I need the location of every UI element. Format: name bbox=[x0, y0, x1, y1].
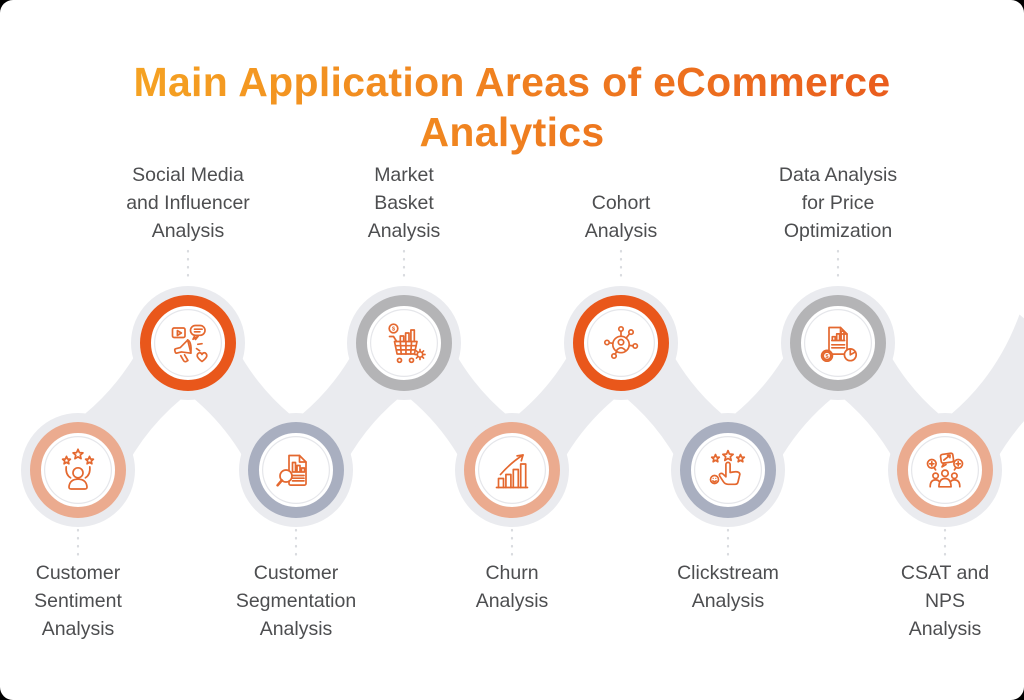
label-line: Analysis bbox=[259, 618, 333, 640]
svg-text:$: $ bbox=[825, 354, 829, 360]
node-ring bbox=[680, 422, 776, 518]
label-line: Analysis bbox=[584, 220, 658, 242]
node-churn bbox=[455, 413, 569, 527]
clickstream-icon bbox=[709, 449, 746, 486]
label-line: NPS bbox=[924, 590, 966, 612]
label-line: Social Media bbox=[132, 164, 244, 186]
node-cohort bbox=[564, 286, 678, 400]
node-ring: $ bbox=[356, 295, 452, 391]
label-line: CSAT and bbox=[900, 562, 990, 584]
node-label-csat-nps: CSAT and NPS Analysis bbox=[885, 559, 1005, 643]
label-line: Analysis bbox=[41, 618, 115, 640]
customer-sentiment-icon bbox=[61, 448, 95, 490]
node-ring bbox=[464, 422, 560, 518]
node-label-market-basket: Market Basket Analysis bbox=[344, 161, 464, 245]
corner-artifact bbox=[0, 687, 13, 700]
label-line: Customer bbox=[253, 562, 339, 584]
label-line: Basket bbox=[374, 192, 434, 214]
cohort-icon bbox=[603, 325, 639, 360]
node-label-price-optimization: Data Analysis for Price Optimization bbox=[758, 161, 918, 245]
corner-artifact bbox=[0, 0, 13, 13]
label-line: Analysis bbox=[475, 590, 549, 612]
label-line: Segmentation bbox=[235, 590, 357, 612]
svg-text:$: $ bbox=[392, 327, 396, 333]
label-line: Analysis bbox=[367, 220, 441, 242]
node-clickstream bbox=[671, 413, 785, 527]
node-label-clickstream: Clickstream Analysis bbox=[658, 559, 798, 615]
node-ring: $ bbox=[790, 295, 886, 391]
node-ring bbox=[897, 422, 993, 518]
market-basket-icon: $ bbox=[388, 323, 426, 364]
label-line: Data Analysis bbox=[778, 164, 898, 186]
churn-icon bbox=[495, 454, 529, 489]
label-line: Analysis bbox=[908, 618, 982, 640]
label-line: Churn bbox=[485, 562, 539, 584]
node-label-cohort: Cohort Analysis bbox=[561, 189, 681, 245]
label-line: for Price bbox=[801, 192, 875, 214]
corner-artifact bbox=[1011, 687, 1024, 700]
node-csat-nps bbox=[888, 413, 1002, 527]
node-price-optimization: $ bbox=[781, 286, 895, 400]
node-label-churn: Churn Analysis bbox=[452, 559, 572, 615]
node-label-customer-segmentation: Customer Segmentation Analysis bbox=[216, 559, 376, 643]
social-media-influencer-icon bbox=[171, 324, 208, 363]
node-ring bbox=[573, 295, 669, 391]
label-line: and Influencer bbox=[126, 192, 250, 214]
label-line: Clickstream bbox=[677, 562, 779, 584]
price-optimization-icon: $ bbox=[820, 326, 858, 363]
label-line: Optimization bbox=[783, 220, 893, 242]
node-social-media bbox=[131, 286, 245, 400]
node-ring bbox=[248, 422, 344, 518]
label-line: Customer bbox=[35, 562, 121, 584]
node-customer-segmentation bbox=[239, 413, 353, 527]
label-line: Market bbox=[374, 164, 434, 186]
page-title-line2: Analytics bbox=[419, 109, 605, 156]
label-line: Sentiment bbox=[34, 590, 122, 612]
label-line: Analysis bbox=[691, 590, 765, 612]
csat-nps-icon bbox=[926, 452, 964, 488]
node-label-customer-sentiment: Customer Sentiment Analysis bbox=[8, 559, 148, 643]
customer-segmentation-icon bbox=[276, 454, 307, 487]
node-ring bbox=[30, 422, 126, 518]
node-market-basket: $ bbox=[347, 286, 461, 400]
node-label-social-media: Social Media and Influencer Analysis bbox=[108, 161, 268, 245]
page-title: Main Application Areas of eCommerce Anal… bbox=[0, 57, 1024, 157]
corner-artifact bbox=[1011, 0, 1024, 13]
node-customer-sentiment bbox=[21, 413, 135, 527]
page-title-line1: Main Application Areas of eCommerce bbox=[133, 59, 891, 106]
label-line: Analysis bbox=[151, 220, 225, 242]
label-line: Cohort bbox=[591, 192, 651, 214]
node-ring bbox=[140, 295, 236, 391]
